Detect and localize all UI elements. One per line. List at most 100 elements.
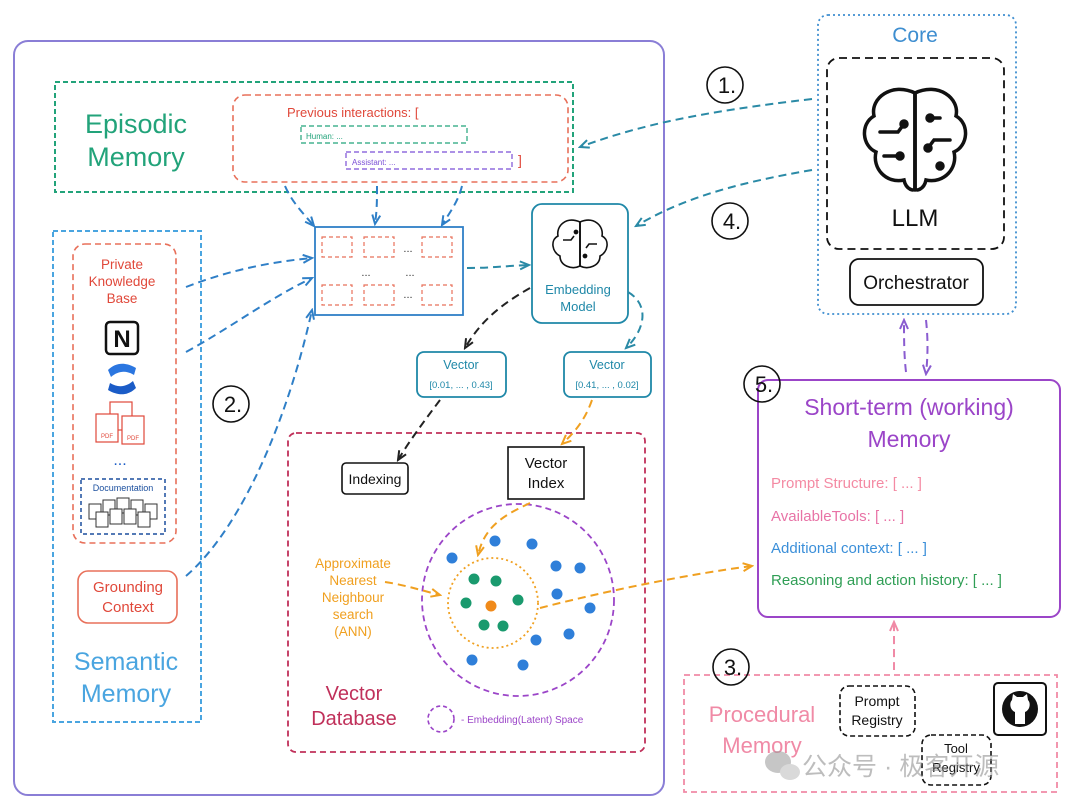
github-icon (993, 682, 1047, 736)
arrow-kb-to-chunks-1 (185, 258, 312, 288)
ann-label: Approximate Nearest Neighbour search (AN… (315, 556, 391, 639)
arrow-kb-to-chunks-2 (185, 278, 312, 353)
svg-text:Approximate: Approximate (315, 556, 391, 571)
step-4-circle (711, 202, 749, 240)
procedural-memory-panel: Procedural Memory Prompt Registry Tool R… (683, 674, 1058, 793)
brain-icon (552, 219, 608, 269)
previous-interactions-box (232, 94, 569, 183)
svg-text:Tool: Tool (944, 741, 968, 756)
pdf-files-icon: PDF PDF (95, 401, 145, 445)
private-kb-line1: Private (101, 257, 143, 272)
prompt-registry-box (839, 685, 916, 737)
svg-text:Vector: Vector (443, 358, 478, 372)
vector-db-title-line1: Vector (326, 683, 383, 705)
svg-text:...: ... (361, 267, 370, 279)
svg-text:...: ... (403, 289, 412, 301)
vector-database-panel: Indexing Vector Index Approximate Neares… (287, 432, 646, 753)
human-message-box (300, 125, 468, 144)
main-frame (13, 40, 665, 796)
short-term-memory-panel: Short-term (working) Memory Prompt Struc… (757, 379, 1061, 618)
vector-db-title-line2: Database (311, 708, 397, 730)
grounding-line2: Context (102, 599, 155, 616)
core-title: Core (892, 24, 938, 47)
short-term-title-line1: Short-term (working) (804, 394, 1014, 420)
step-markers (212, 66, 781, 686)
human-message-label: Human: ... (306, 132, 343, 141)
episodic-title-line2: Memory (87, 142, 185, 172)
llm-box (826, 57, 1005, 250)
arrow-grounding-to-chunks (185, 310, 312, 577)
arrow-vector-to-index (562, 399, 593, 444)
svg-text:Registry: Registry (932, 760, 980, 775)
latent-space-circle (421, 503, 615, 697)
svg-text:...: ... (403, 243, 412, 255)
arrow-embedding-to-vector-right (626, 291, 644, 348)
step-1-label: 1. (718, 73, 736, 98)
step-4-label: 4. (723, 209, 741, 234)
vector-index-box (507, 446, 585, 500)
chunk-store-box: ... ... ... ... (314, 226, 464, 316)
semantic-title-line1: Semantic (74, 648, 178, 676)
svg-text:PDF: PDF (101, 434, 113, 440)
documentation-box (80, 478, 166, 535)
procedural-title-line2: Memory (722, 733, 801, 758)
private-kb-line3: Base (107, 291, 138, 306)
arrow-episodic-to-chunks-3 (442, 185, 463, 225)
arrow-chunks-to-embedding (466, 265, 529, 268)
vector-right-box: Vector [0.41, ... , 0.02] (563, 351, 652, 398)
documentation-label: Documentation (93, 483, 154, 493)
embedding-line2: Model (560, 299, 596, 314)
tool-registry-box (921, 734, 992, 786)
grounding-line1: Grounding (93, 579, 163, 596)
arrow-episodic-to-chunks-2 (375, 185, 377, 224)
semantic-memory-panel: Private Knowledge Base N PDF PDF ... Doc… (52, 230, 202, 723)
previous-interactions-label: Previous interactions: [ (287, 105, 419, 120)
available-tools-item: AvailableTools: [ ... ] (771, 508, 904, 525)
private-kb-line2: Knowledge (89, 274, 156, 289)
svg-text:N: N (113, 326, 130, 353)
embedding-line1: Embedding (545, 282, 611, 297)
step-2-label: 2. (224, 392, 242, 417)
svg-text:PDF: PDF (127, 436, 139, 442)
svg-text:(ANN): (ANN) (334, 624, 372, 639)
watermark-text: 公众号 · 极客开源 (802, 753, 999, 781)
svg-text:search: search (333, 607, 374, 622)
arrow-core-to-embedding (636, 169, 813, 226)
embedding-model-box: Embedding Model (531, 203, 629, 324)
step-5-label: 5. (755, 372, 773, 397)
notion-icon: N (104, 320, 140, 356)
orchestrator-label: Orchestrator (863, 273, 969, 294)
arrow-core-to-episodic (580, 98, 813, 147)
step-1-circle (706, 66, 744, 104)
additional-context-item: Additional context: [ ... ] (771, 540, 927, 557)
embedding-points (446, 535, 596, 671)
arrow-index-to-ann (478, 502, 531, 555)
arrow-orchestrator-to-short-term (926, 319, 928, 374)
svg-text:Indexing: Indexing (349, 471, 402, 487)
vector-left-box: Vector [0.01, ... , 0.43] (416, 351, 507, 398)
svg-text:Vector: Vector (525, 455, 568, 472)
short-term-title-line2: Memory (867, 426, 951, 452)
procedural-title-line1: Procedural (709, 702, 815, 727)
arrows (185, 98, 928, 670)
watermark: 公众号 · 极客开源 (765, 751, 999, 781)
assistant-message-box (345, 151, 513, 170)
step-3-circle (712, 648, 750, 686)
arrow-short-term-to-orchestrator (904, 320, 906, 373)
confluence-icon (108, 363, 136, 395)
close-bracket: ] (518, 152, 522, 168)
semantic-title-line2: Memory (81, 680, 172, 708)
reasoning-history-item: Reasoning and action history: [ ... ] (771, 572, 1002, 589)
indexing-box (341, 462, 409, 495)
arrow-vector-to-indexing (398, 399, 441, 460)
llm-brain-icon (862, 87, 968, 192)
assistant-message-label: Assistant: ... (352, 158, 396, 167)
svg-text:[0.41, ... , 0.02]: [0.41, ... , 0.02] (575, 380, 638, 391)
svg-text:Nearest: Nearest (329, 573, 377, 588)
svg-text:Vector: Vector (589, 358, 624, 372)
svg-text:Index: Index (528, 475, 565, 492)
llm-label: LLM (892, 205, 939, 232)
arrow-ann-to-short-term (539, 566, 752, 609)
arrow-embedding-to-vector-left (465, 287, 531, 348)
